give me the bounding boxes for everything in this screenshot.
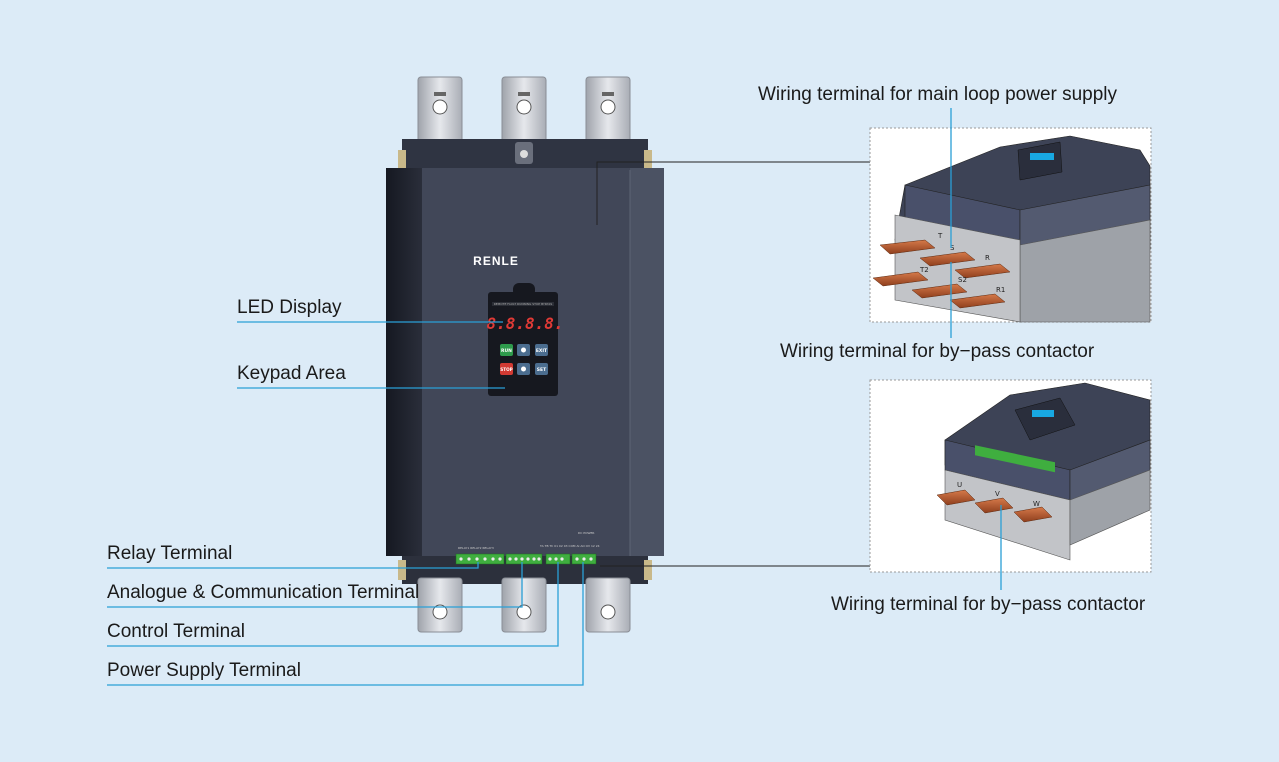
keypad-panel: REMOTE FAULT RUNNING STOP BYPASS 8.8.8.8…	[486, 283, 564, 396]
svg-text:T: T	[937, 232, 943, 240]
svg-text:REMOTE FAULT RUNNING STOP: REMOTE FAULT RUNNING STOP BYPASS	[494, 302, 553, 306]
inset-bypass-terminal: U V W	[869, 379, 1152, 590]
exit-key[interactable]: EXIT	[535, 344, 548, 356]
brand-logo: RENLE	[473, 254, 519, 268]
top-busbars	[417, 76, 631, 148]
label-bypass-contactor-bottom: Wiring terminal for by−pass contactor	[831, 594, 1146, 615]
terminal-strips: TA TB TC 01 02 03 COM AI AO OV 12 24 REL…	[455, 531, 600, 565]
down-key[interactable]	[517, 363, 530, 375]
led-display: 8.8.8.8.	[486, 314, 563, 333]
svg-text:R1: R1	[996, 286, 1005, 294]
svg-text:W: W	[1033, 500, 1040, 508]
soft-starter-device: RENLE REMOTE FAULT RUNNING STOP BYPASS 8…	[386, 76, 664, 633]
stop-key[interactable]: STOP	[500, 363, 513, 375]
svg-text:V: V	[995, 490, 1000, 498]
svg-text:RELAY1 RELAY2 RELAY3: RELAY1 RELAY2 RELAY3	[458, 546, 494, 550]
label-power-supply-terminal: Power Supply Terminal	[107, 660, 301, 681]
svg-text:R: R	[985, 254, 990, 262]
svg-text:T2: T2	[919, 266, 929, 274]
label-analogue-comm-terminal: Analogue & Communication Terminal	[107, 582, 420, 603]
inset-connectors	[596, 161, 870, 567]
label-bypass-contactor-top: Wiring terminal for by−pass contactor	[780, 341, 1095, 362]
svg-text:S: S	[950, 244, 955, 252]
svg-text:RUN: RUN	[501, 348, 512, 354]
inset-main-loop-terminal: T S R T2 S2 R1	[869, 108, 1152, 338]
label-main-loop-terminal: Wiring terminal for main loop power supp…	[758, 84, 1118, 105]
label-keypad-area: Keypad Area	[237, 363, 346, 384]
leader-lines-left	[107, 321, 584, 686]
up-key[interactable]	[517, 344, 530, 356]
label-led-display: LED Display	[237, 297, 342, 318]
svg-text:TA TB TC 01 02 03 COM AI A: TA TB TC 01 02 03 COM AI AO OV 12 24	[539, 544, 600, 548]
set-key[interactable]: SET	[535, 363, 548, 375]
svg-text:DC POWER: DC POWER	[578, 531, 594, 535]
label-relay-terminal: Relay Terminal	[107, 543, 233, 564]
svg-text:STOP: STOP	[500, 367, 513, 372]
label-control-terminal: Control Terminal	[107, 621, 245, 642]
run-key[interactable]: RUN	[500, 344, 513, 356]
svg-text:S2: S2	[958, 276, 967, 284]
svg-text:U: U	[957, 481, 962, 489]
svg-text:EXIT: EXIT	[536, 348, 548, 354]
svg-text:SET: SET	[537, 367, 547, 373]
